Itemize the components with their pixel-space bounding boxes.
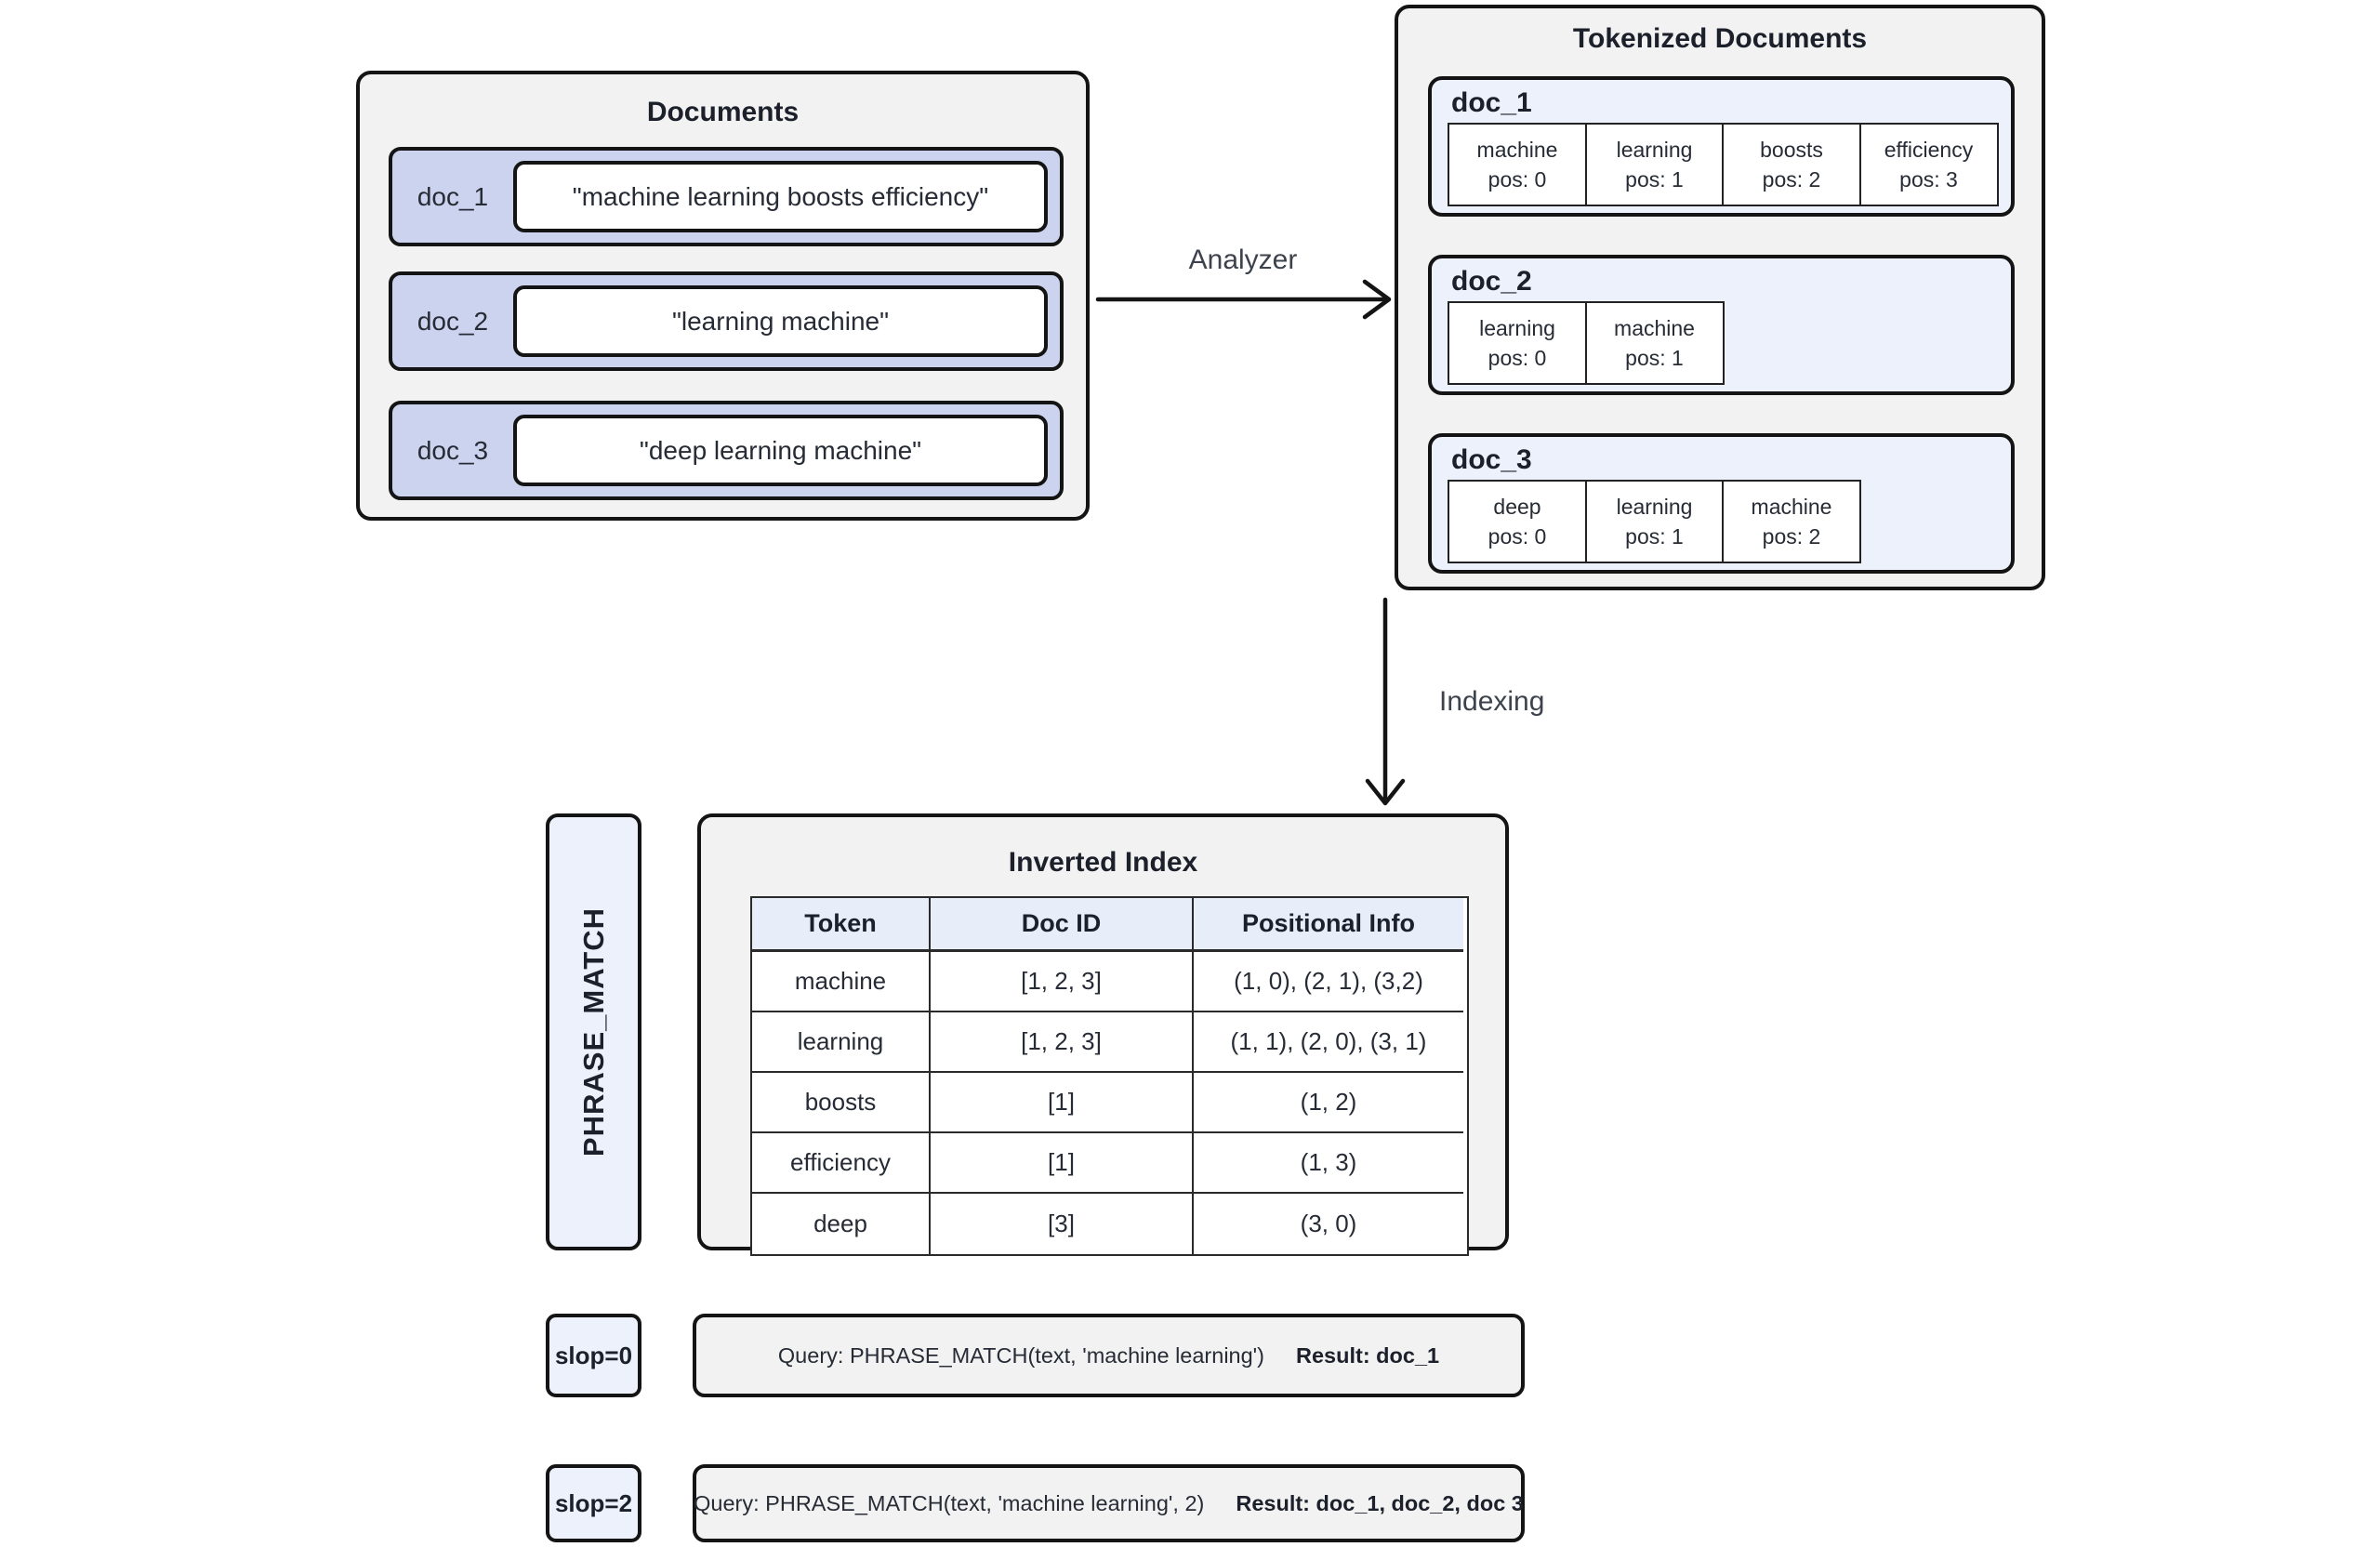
query-result: Result: doc_1: [1296, 1342, 1440, 1368]
token-pos: pos: 1: [1625, 167, 1684, 192]
inverted-index-title: Inverted Index: [1008, 847, 1198, 878]
indexing-arrow: [1365, 597, 1406, 806]
query-text: Query: PHRASE_MATCH(text, 'machine learn…: [777, 1342, 1264, 1368]
table-cell: [1]: [931, 1133, 1194, 1194]
token-cell: learning pos: 0: [1448, 301, 1587, 385]
table-cell: [3]: [931, 1194, 1194, 1254]
token-cell: machine pos: 2: [1722, 480, 1861, 563]
table-cell: boosts: [752, 1073, 931, 1133]
table-cell: (3, 0): [1194, 1194, 1463, 1254]
tokenized-documents-panel: Tokenized Documents doc_1 machine pos: 0…: [1395, 5, 2045, 590]
tokenized-doc-1: doc_1 machine pos: 0 learning pos: 1 boo…: [1428, 76, 2015, 217]
doc-id-label: doc_3: [416, 435, 489, 465]
token-pos: pos: 0: [1488, 524, 1547, 549]
tokenized-doc-id: doc_1: [1451, 87, 1532, 118]
inverted-index-table: Token Doc ID Positional Info machine [1,…: [750, 896, 1469, 1256]
query-result-row-slop0: Query: PHRASE_MATCH(text, 'machine learn…: [693, 1314, 1525, 1397]
table-cell: (1, 3): [1194, 1133, 1463, 1194]
doc-text: "learning machine": [513, 285, 1048, 357]
doc-row-1: doc_1 "machine learning boosts efficienc…: [389, 147, 1064, 246]
tokenized-doc-2: doc_2 learning pos: 0 machine pos: 1: [1428, 255, 2015, 395]
doc-text: "machine learning boosts efficiency": [513, 161, 1048, 232]
token-cells: learning pos: 0 machine pos: 1: [1448, 301, 1725, 385]
column-header-token: Token: [752, 898, 931, 952]
token-cell: boosts pos: 2: [1722, 123, 1861, 206]
table-cell: (1, 1), (2, 0), (3, 1): [1194, 1012, 1463, 1073]
table-cell: efficiency: [752, 1133, 931, 1194]
token-pos: pos: 1: [1625, 524, 1684, 549]
token-pos: pos: 3: [1899, 167, 1958, 192]
analyzer-label: Analyzer: [1188, 245, 1298, 275]
doc-row-3: doc_3 "deep learning machine": [389, 401, 1064, 500]
documents-panel: Documents doc_1 "machine learning boosts…: [356, 71, 1090, 521]
tokenized-doc-3: doc_3 deep pos: 0 learning pos: 1 machin…: [1428, 433, 2015, 574]
token-text: learning: [1616, 494, 1693, 519]
token-pos: pos: 0: [1488, 346, 1547, 370]
token-cell: deep pos: 0: [1448, 480, 1587, 563]
tokenized-doc-id: doc_2: [1451, 266, 1532, 297]
column-header-doc-id: Doc ID: [931, 898, 1194, 952]
table-cell: deep: [752, 1194, 931, 1254]
token-cells: deep pos: 0 learning pos: 1 machine pos:…: [1448, 480, 1861, 563]
phrase-match-box: PHRASE_MATCH: [546, 813, 641, 1250]
token-cell: machine pos: 0: [1448, 123, 1587, 206]
table-cell: (1, 0), (2, 1), (3,2): [1194, 952, 1463, 1012]
token-pos: pos: 1: [1625, 346, 1684, 370]
token-pos: pos: 0: [1488, 167, 1547, 192]
table-cell: learning: [752, 1012, 931, 1073]
phrase-match-label: PHRASE_MATCH: [576, 906, 610, 1157]
inverted-index-panel: Inverted Index Token Doc ID Positional I…: [697, 813, 1509, 1256]
token-text: machine: [1614, 315, 1695, 340]
token-text: machine: [1476, 137, 1558, 162]
token-cell: learning pos: 1: [1584, 123, 1725, 206]
token-cell: learning pos: 1: [1584, 480, 1725, 563]
token-text: learning: [1479, 315, 1555, 340]
table-cell: (1, 2): [1194, 1073, 1463, 1133]
table-cell: [1]: [931, 1073, 1194, 1133]
token-text: deep: [1493, 494, 1541, 519]
table-cell: machine: [752, 952, 931, 1012]
tokenized-panel-title: Tokenized Documents: [1572, 23, 1868, 54]
token-text: machine: [1751, 494, 1832, 519]
slop-2-badge: slop=2: [546, 1464, 641, 1542]
slop-0-badge: slop=0: [546, 1314, 641, 1397]
query-result: Result: doc_1, doc_2, doc 3: [1236, 1490, 1524, 1515]
token-text: efficiency: [1884, 137, 1974, 162]
documents-panel-title: Documents: [646, 97, 800, 127]
doc-row-2: doc_2 "learning machine": [389, 271, 1064, 371]
doc-text: "deep learning machine": [513, 415, 1048, 486]
token-cell: efficiency pos: 3: [1858, 123, 1999, 206]
table-cell: [1, 2, 3]: [931, 952, 1194, 1012]
token-text: boosts: [1760, 137, 1823, 162]
query-result-row-slop2: Query: PHRASE_MATCH(text, 'machine learn…: [693, 1464, 1525, 1542]
doc-id-label: doc_1: [416, 181, 489, 211]
token-pos: pos: 2: [1762, 167, 1821, 192]
tokenized-doc-id: doc_3: [1451, 444, 1532, 475]
table-cell: [1, 2, 3]: [931, 1012, 1194, 1073]
query-text: Query: PHRASE_MATCH(text, 'machine learn…: [694, 1490, 1205, 1515]
indexing-label: Indexing: [1439, 686, 1545, 717]
token-text: learning: [1616, 137, 1693, 162]
token-cells: machine pos: 0 learning pos: 1 boosts po…: [1448, 123, 1999, 206]
token-pos: pos: 2: [1762, 524, 1821, 549]
token-cell: machine pos: 1: [1584, 301, 1725, 385]
column-header-positional-info: Positional Info: [1194, 898, 1463, 952]
analyzer-arrow: [1095, 279, 1392, 320]
doc-id-label: doc_2: [416, 306, 489, 336]
